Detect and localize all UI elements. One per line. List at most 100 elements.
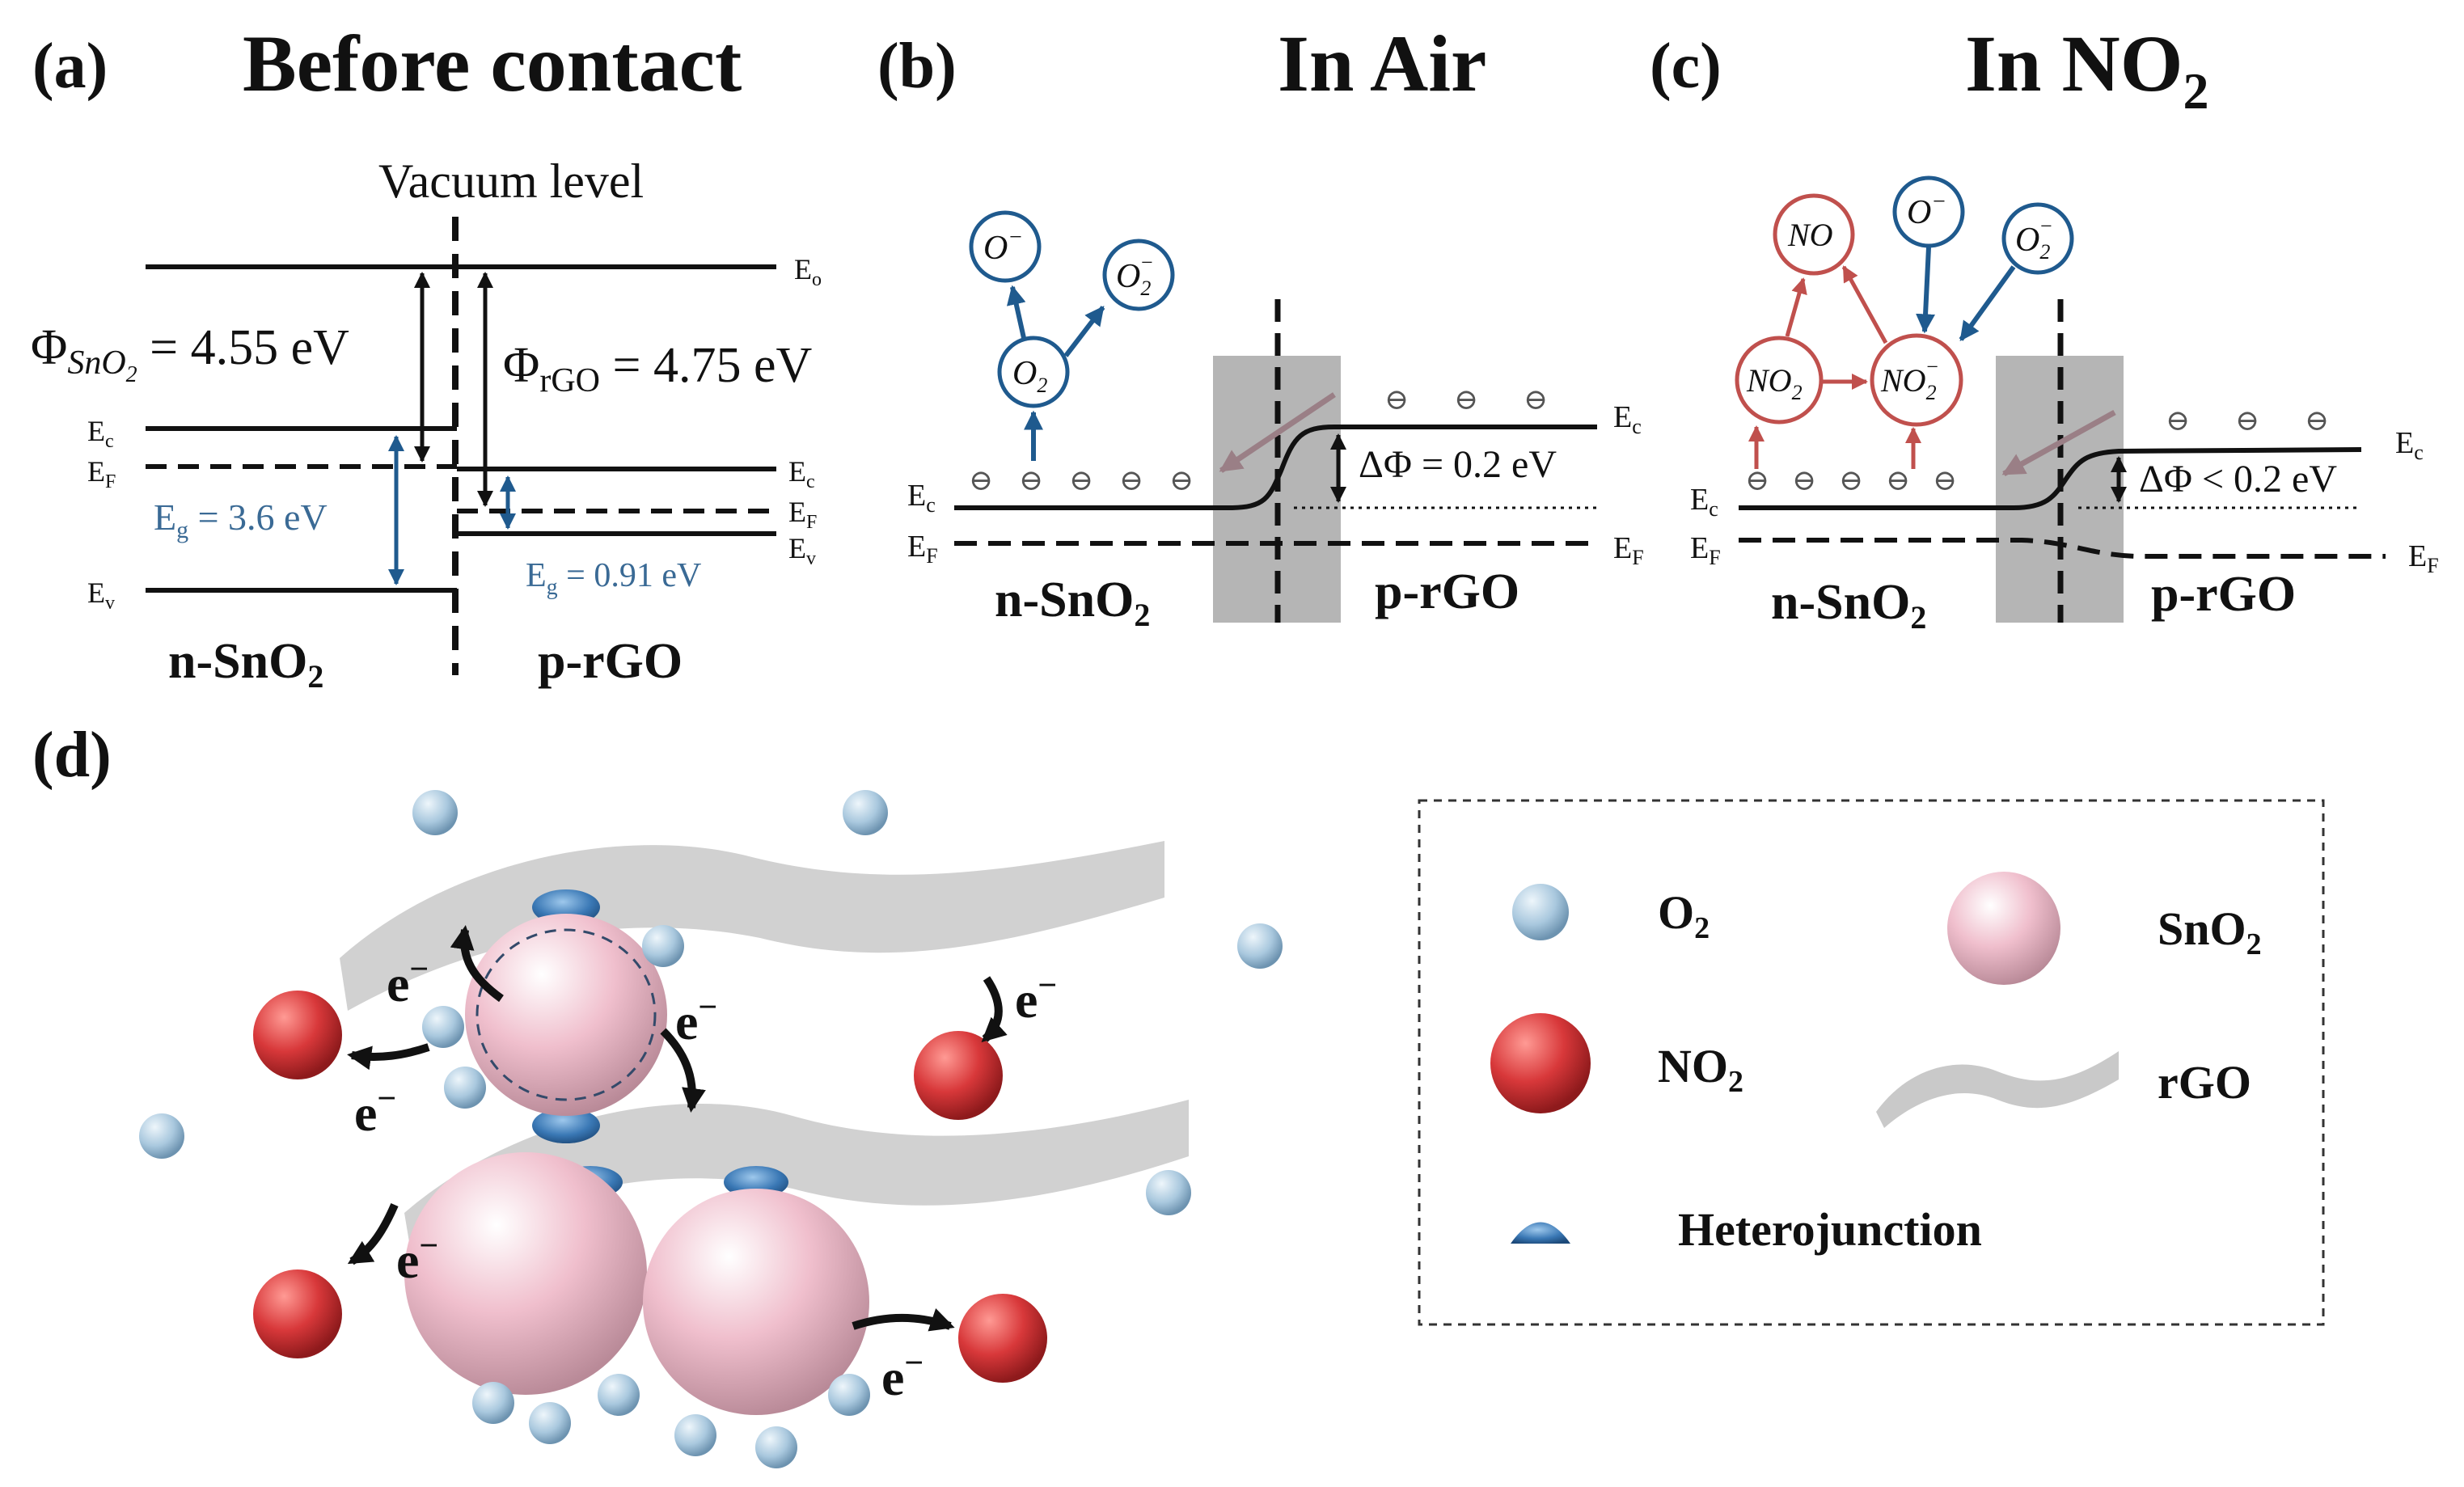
panel-c-label: (c): [1650, 31, 1722, 102]
legend-box: [1418, 799, 2325, 1326]
arrow-no2-to-no: [1785, 277, 1807, 337]
legend-o2-swatch: [1512, 884, 1569, 940]
material-right-b: p-rGO: [1375, 564, 1519, 619]
electron-flow-arrow-c: [2001, 409, 2116, 477]
ef-right-label-c: EF: [2408, 539, 2439, 577]
electron-c3: ⊖: [1839, 464, 1863, 496]
arrow-o2-to-o2minus: [1063, 306, 1105, 357]
ec-right-label: Ec: [788, 455, 815, 492]
rgo-sheet-top: [340, 841, 1164, 1011]
e-arrow-3: [660, 1028, 706, 1113]
arrow-o2-to-ominus: [1006, 285, 1026, 339]
o2-ball-11: [598, 1374, 640, 1416]
ef-right-label-b: EF: [1613, 531, 1644, 569]
o2-ball-7: [422, 1006, 464, 1048]
ec-right-label-b: Ec: [1613, 400, 1642, 438]
no2-ball-3: [253, 1269, 342, 1358]
heterojunction-cap-2: [532, 1108, 600, 1143]
no2-ball-2: [914, 1031, 1003, 1120]
ef-left-label: EF: [87, 455, 116, 492]
o2-ball-2: [843, 790, 888, 835]
o2-ball-6: [642, 925, 684, 967]
electron-c5: ⊖: [1933, 464, 1957, 496]
ef-right-label: EF: [788, 496, 817, 533]
ev-left-label: Ev: [87, 577, 115, 614]
sno2-sphere-2: [404, 1152, 647, 1395]
panel-b-label: (b): [877, 31, 957, 102]
no2-minus-circle-c: [1870, 333, 1963, 427]
ev-right-label: Ev: [788, 532, 816, 569]
no2-circle-c: [1735, 336, 1824, 425]
electron-labels: e− e− e− e− e− e−: [354, 951, 1057, 1406]
e-arrow-2: [347, 1043, 430, 1071]
e-arrow-4: [981, 976, 1008, 1043]
material-right-c: p-rGO: [2151, 567, 2296, 622]
o-minus-label-b: O−: [983, 225, 1023, 267]
vacuum-level-label: Vacuum level: [378, 154, 644, 208]
o2-ball-3: [1237, 923, 1283, 969]
no2-ball-4: [958, 1294, 1047, 1383]
no2-minus-label-c: NO2−: [1880, 355, 1939, 404]
panel-a-title: Before contact: [243, 19, 742, 108]
arrow-o2minus-to-no2minus: [1959, 265, 2016, 341]
electrons-left-b: ⊖ ⊖ ⊖ ⊖ ⊖: [969, 464, 1194, 496]
electrons-left-c: ⊖ ⊖ ⊖ ⊖ ⊖: [1745, 464, 1957, 496]
e-label-6: e−: [881, 1345, 923, 1406]
o2-ball-13: [755, 1426, 797, 1468]
electron-c6: ⊖: [2166, 404, 2190, 437]
e-arrow-6: [852, 1308, 955, 1332]
material-left-c: n-SnO2: [1771, 575, 1926, 636]
panel-b-title: In Air: [1278, 19, 1486, 108]
e-arrow-1: [450, 925, 504, 1003]
rgo-sheet-bottom: [404, 1100, 1189, 1261]
legend: O2 SnO2 NO2 rGO Heterojunction: [1418, 799, 2325, 1326]
panel-a: (a) Before contact Vacuum level Eo Ec EF…: [31, 19, 822, 695]
legend-heterojunction-label: Heterojunction: [1678, 1203, 1982, 1256]
o2-minus-label-b: O2−: [1116, 251, 1154, 300]
arrow-no2minus-to-no: [1841, 265, 1888, 344]
o2-ball-8: [444, 1067, 486, 1109]
o-minus-label-c: O−: [1907, 189, 1946, 231]
electron-b7: ⊖: [1454, 383, 1478, 416]
o2-minus-circle-b: [1102, 239, 1175, 311]
o2-ball-4: [139, 1113, 184, 1159]
ec-left-label-c: Ec: [1690, 483, 1718, 521]
panel-d-label: (d): [32, 720, 112, 791]
o2-circle-b: [997, 336, 1070, 408]
o2-minus-label-c: O2−: [2015, 214, 2053, 264]
no2-ball-1: [253, 991, 342, 1079]
electron-b8: ⊖: [1524, 383, 1548, 416]
panel-c: (c) In NO2 Ec EF Ec EF ΔΦ < 0.2 eV ⊖ ⊖ ⊖…: [1650, 19, 2439, 636]
electron-c1: ⊖: [1745, 464, 1769, 496]
electron-b2: ⊖: [1019, 464, 1043, 496]
electron-flow-arrow-b: [1219, 392, 1336, 473]
no-label-c: NO: [1787, 217, 1833, 253]
o2-ball-1: [412, 790, 458, 835]
eo-label: Eo: [794, 253, 822, 290]
o2-ball-14: [828, 1374, 870, 1416]
phi-sno2-label: ΦSnO2 = 4.55 eV: [31, 320, 349, 387]
legend-heterojunction-swatch: [1511, 1222, 1570, 1244]
o2-ball-5: [1146, 1170, 1191, 1215]
legend-rgo-label: rGO: [2158, 1056, 2251, 1109]
o-minus-circle-b: [969, 210, 1042, 283]
legend-no2-swatch: [1490, 1013, 1591, 1113]
sno2-sphere-3: [643, 1189, 869, 1415]
electron-c2: ⊖: [1792, 464, 1816, 496]
eg-right-label: Eg = 0.91 eV: [526, 557, 701, 600]
e-label-2: e−: [354, 1080, 396, 1142]
material-left-b: n-SnO2: [995, 572, 1150, 633]
material-right-a: p-rGO: [538, 634, 683, 689]
panel-c-title: In NO2: [1965, 19, 2209, 120]
electron-c4: ⊖: [1886, 464, 1910, 496]
ec-band-c: [1739, 447, 2362, 510]
o-minus-circle-c: [1892, 175, 1965, 248]
arrow-ominus-to-no2minus: [1916, 247, 1936, 334]
panel-b: (b) In Air Ec EF Ec EF ΔΦ = 0.2 eV ⊖ ⊖ ⊖…: [877, 19, 1644, 633]
legend-sno2-swatch: [1947, 872, 2060, 985]
o2-ball-12: [674, 1414, 716, 1456]
electron-b3: ⊖: [1069, 464, 1093, 496]
ec-right-label-c: Ec: [2395, 426, 2424, 464]
no-circle-c: [1773, 193, 1855, 276]
